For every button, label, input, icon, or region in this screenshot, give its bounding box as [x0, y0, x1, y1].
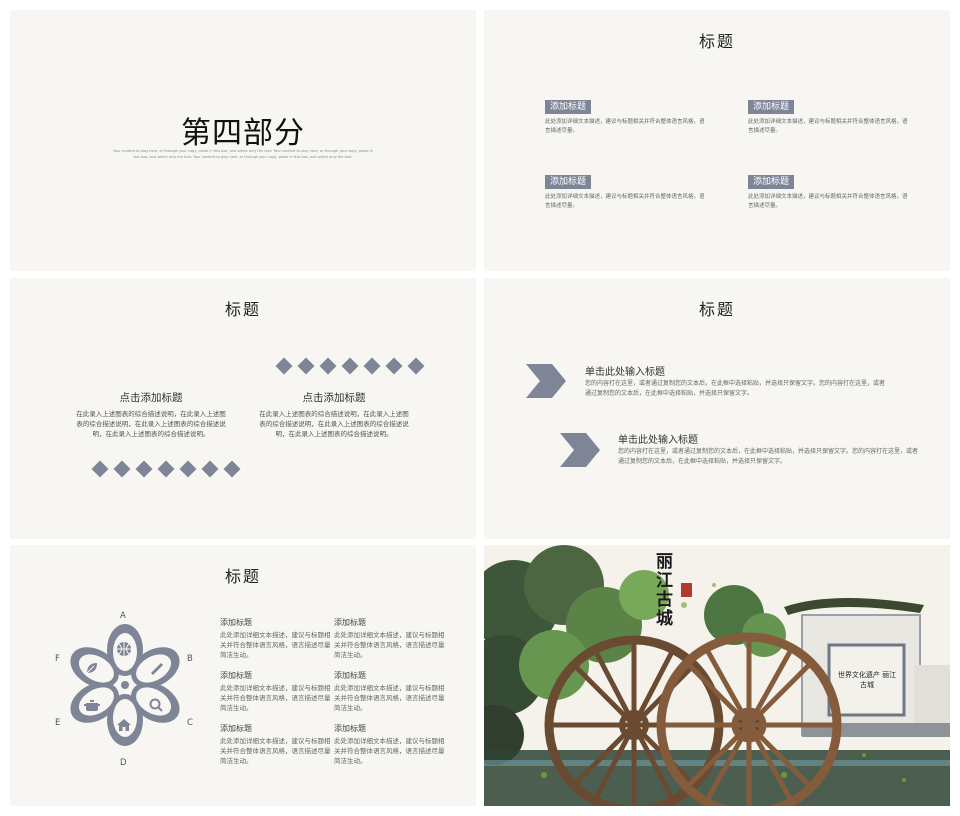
item-heading: 添加标题	[220, 618, 252, 627]
diamond-icon	[201, 460, 219, 478]
diamond-row-bottom	[91, 460, 241, 478]
section-subtitle-text: Your content to play here, or through yo…	[113, 149, 373, 159]
slide-title: 标题	[224, 567, 261, 586]
item-description: 此处添加详细文本描述，建议与标题相关并符合整体语言风格，语言描述尽量简洁生动。	[334, 684, 445, 712]
item-heading: 点击添加标题	[302, 392, 366, 404]
chevron-right-icon	[560, 433, 600, 467]
item-description: 此处添加详细文本描述，建议与标题相关并符合整体语言风格，语言描述尽量简洁生动。	[220, 631, 331, 659]
item-description: 此处添加详细文本描述，建议与标题相关并符合整体语言风格，语言描述尽量简洁生动。	[220, 737, 331, 765]
section-title: 第四部分	[181, 116, 305, 151]
petal-label-c: C	[187, 718, 193, 728]
diamond-icon	[407, 357, 425, 375]
diamond-icon	[91, 460, 109, 478]
diamond-icon	[157, 460, 175, 478]
item-text: 此处添加详细文本描述，建议与标题相关并符合整体语言风格，语言描述尽量。	[748, 119, 908, 134]
item-tag: 添加标题	[748, 100, 795, 114]
item-heading: 添加标题	[220, 671, 252, 680]
item-description: 您的内容打在这里，或者通过复制您的文本后，在此框中选择粘贴，并选择只保留文字。您…	[585, 380, 886, 397]
slide-title: 标题	[698, 32, 735, 51]
leaf-icon	[86, 663, 97, 674]
chevron-right-icon	[526, 364, 566, 398]
petal-label-e: E	[55, 718, 61, 728]
item-text: 此处添加详细文本描述，建议与标题相关并符合整体语言风格，语言描述尽量。	[545, 119, 705, 134]
item-tag: 添加标题	[748, 175, 795, 189]
diamond-row-top	[275, 357, 425, 375]
item-heading: 单击此处输入标题	[618, 435, 698, 446]
diamond-icon	[363, 357, 381, 375]
diamond-icon	[223, 460, 241, 478]
diamond-icon	[179, 460, 197, 478]
diamond-icon	[341, 357, 359, 375]
diamond-icon	[297, 357, 315, 375]
slide-section-four[interactable]: 第四部分 Your content to play here, or throu…	[10, 10, 476, 271]
item-description: 此处添加详细文本描述，建议与标题相关并符合整体语言风格，语言描述尽量简洁生动。	[334, 631, 445, 659]
diamond-icon	[275, 357, 293, 375]
item-description: 在此录入上述图表的综合描述说明，在此录入上述图表的综合描述说明，在此录入上述图表…	[76, 410, 226, 438]
petal-label-f: F	[55, 654, 60, 664]
petal-label-d: D	[120, 758, 127, 768]
red-seal-stamp	[681, 583, 692, 597]
home-icon	[117, 719, 131, 731]
item-heading: 单击此处输入标题	[585, 367, 665, 378]
watercolor-painting	[484, 545, 950, 806]
item-description: 在此录入上述图表的综合描述说明，在此录入上述图表的综合描述说明，在此录入上述图表…	[259, 410, 409, 438]
petal-label-b: B	[187, 654, 193, 664]
basketball-icon	[117, 642, 131, 656]
calligraphy-title: 丽江古城	[656, 552, 673, 629]
search-icon	[149, 698, 163, 712]
tree-foliage	[484, 545, 786, 765]
item-tag: 添加标题	[545, 175, 592, 189]
item-heading: 添加标题	[220, 724, 252, 733]
slide-four-items[interactable]: 标题 添加标题 此处添加详细文本描述，建议与标题相关并符合整体语言风格，语言描述…	[484, 10, 950, 271]
item-description: 您的内容打在这里，或者通过复制您的文本后，在此框中选择粘贴，并选择只保留文字。您…	[618, 448, 919, 465]
diamond-icon	[385, 357, 403, 375]
item-tag: 添加标题	[545, 100, 592, 114]
item-text: 此处添加详细文本描述，建议与标题相关并符合整体语言风格，语言描述尽量。	[748, 194, 908, 209]
pen-icon	[151, 663, 163, 675]
diamond-icon	[113, 460, 131, 478]
slide-title: 标题	[698, 300, 735, 319]
diamond-icon	[135, 460, 153, 478]
slide-chevron-items[interactable]: 标题 单击此处输入标题 您的内容打在这里，或者通过复制您的文本后，在此框中选择粘…	[484, 278, 950, 539]
petal-label-a: A	[120, 611, 126, 621]
slide-flower-diagram[interactable]: 标题	[10, 545, 476, 806]
item-heading: 添加标题	[334, 618, 366, 627]
slide-title: 标题	[224, 300, 261, 319]
item-heading: 点击添加标题	[119, 392, 183, 404]
diamond-icon	[319, 357, 337, 375]
item-heading: 添加标题	[334, 671, 366, 680]
wall-inscription: 世界文化遗产 丽江古城	[837, 671, 897, 689]
item-description: 此处添加详细文本描述，建议与标题相关并符合整体语言风格，语言描述尽量简洁生动。	[334, 737, 445, 765]
slide-lijiang-painting[interactable]: 丽江古城 世界文化遗产 丽江古城	[484, 545, 950, 806]
item-heading: 添加标题	[334, 724, 366, 733]
item-description: 此处添加详细文本描述，建议与标题相关并符合整体语言风格，语言描述尽量简洁生动。	[220, 684, 331, 712]
slide-diamond-items[interactable]: 标题 点击添加标题 在此录入上述图表的综合描述说明，在此录入上述图表的综合描述说…	[10, 278, 476, 539]
pot-icon	[84, 700, 100, 711]
water-wheel-front	[656, 632, 842, 806]
item-text: 此处添加详细文本描述，建议与标题相关并符合整体语言风格，语言描述尽量。	[545, 194, 705, 209]
